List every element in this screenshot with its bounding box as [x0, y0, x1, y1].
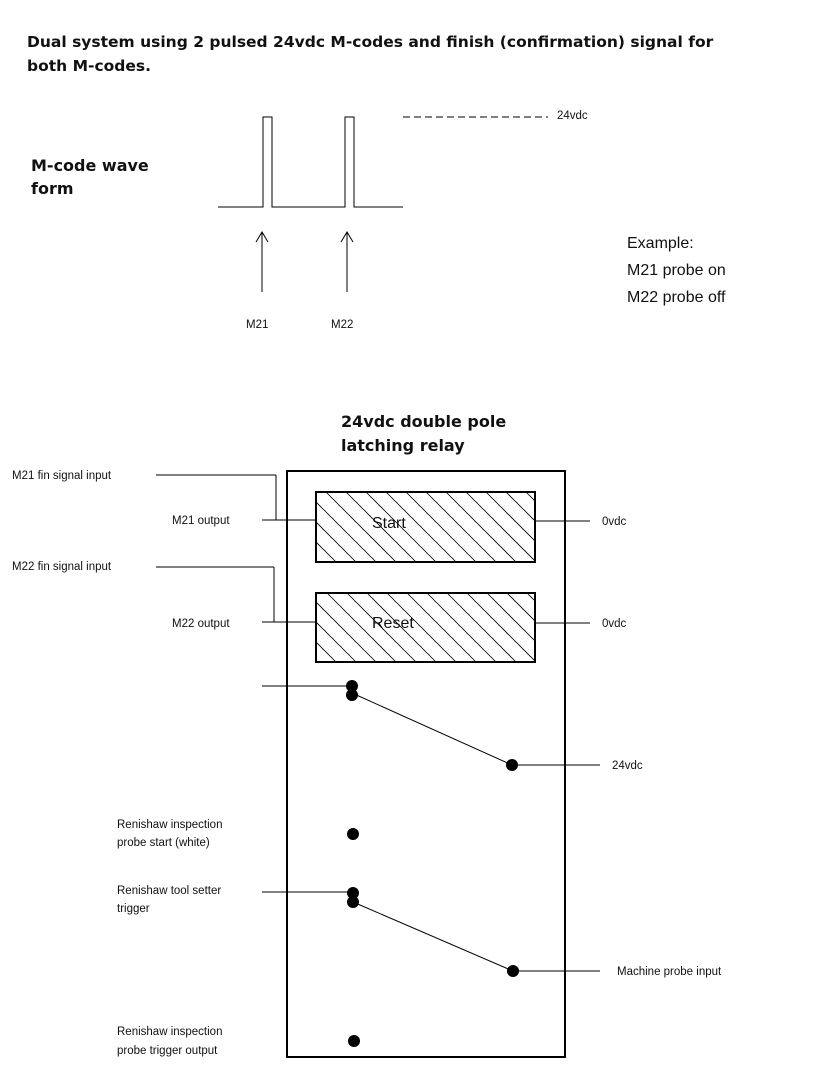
pole1-contact-upper [346, 680, 358, 692]
hatch-line [405, 492, 477, 562]
hatch-line [505, 492, 535, 522]
inspection-trigger-label-line1: Renishaw inspection [117, 1026, 222, 1038]
hatch-line [386, 593, 457, 662]
hatch-line [325, 492, 397, 562]
example-heading: Example: [627, 235, 694, 252]
pulse1-arrow-icon [255, 231, 269, 292]
hatch-line [445, 492, 517, 562]
hatch-line [465, 492, 535, 562]
m21-output-label: M21 output [172, 515, 230, 527]
example-line2: M22 probe off [627, 289, 726, 306]
tool-setter-label-line1: Renishaw tool setter [117, 885, 221, 897]
hatch-line [486, 593, 535, 642]
hatch-line [406, 593, 477, 662]
hatch-line [525, 492, 535, 502]
inspection-trigger-label-line2: probe trigger output [117, 1045, 218, 1057]
hatch-line [316, 541, 337, 562]
start-coil-label: Start [372, 515, 406, 532]
relay-body [286, 470, 566, 1058]
hatch-line [385, 492, 457, 562]
diagram-title-line1: Dual system using 2 pulsed 24vdc M-codes… [27, 33, 714, 51]
pole1-switch-arm [351, 692, 513, 766]
relay-title-line1: 24vdc double pole [341, 412, 506, 431]
pole1-common-contact [506, 759, 518, 771]
inspection-trigger-contact [348, 1035, 360, 1047]
hatch-line [446, 593, 517, 662]
hatch-line [526, 593, 535, 602]
hatch-line [506, 593, 535, 622]
hatch-line [316, 521, 357, 562]
waveform-label-line2: form [31, 179, 74, 198]
pulse2-label: M22 [331, 319, 353, 331]
hatch-line [425, 492, 497, 562]
reset-0vdc-label: 0vdc [602, 618, 627, 630]
pole2-switch-arm [352, 901, 514, 972]
hatch-line [316, 501, 377, 562]
hatch-line [466, 593, 535, 662]
reset-coil-label: Reset [372, 615, 414, 632]
inspection-start-label-line1: Renishaw inspection [117, 819, 222, 831]
mcode-waveform [218, 116, 403, 208]
machine-probe-label: Machine probe input [617, 966, 722, 978]
hatch-line [426, 593, 497, 662]
pulse1-label: M21 [246, 319, 268, 331]
start-0vdc-label: 0vdc [602, 516, 627, 528]
start-coil: Start [315, 491, 536, 563]
reset-coil: Reset [315, 592, 536, 663]
relay-title-line2: latching relay [341, 436, 465, 455]
inspection-start-contact [347, 828, 359, 840]
hatch-line [365, 492, 437, 562]
hatch-line [345, 492, 417, 562]
voltage-label: 24vdc [557, 110, 588, 122]
m22-output-label: M22 output [172, 618, 230, 630]
hatch-line [366, 593, 437, 662]
hatch-line [316, 601, 377, 662]
inspection-start-label-line2: probe start (white) [117, 837, 210, 849]
hatch-line [485, 492, 535, 542]
pole2-contact-upper [347, 887, 359, 899]
hatch-line [346, 593, 417, 662]
pulse2-arrow-icon [340, 231, 354, 292]
hatch-line [316, 561, 317, 562]
hatch-line [316, 621, 357, 662]
m22-fin-label: M22 fin signal input [12, 561, 112, 573]
hatch-line [316, 661, 317, 662]
pole2-contact-lower [347, 896, 359, 908]
diagram-title-line2: both M-codes. [27, 57, 151, 75]
pole1-contact-lower [346, 689, 358, 701]
pole2-common-contact [507, 965, 519, 977]
tool-setter-label-line2: trigger [117, 903, 150, 915]
hatch-line [316, 641, 337, 662]
example-line1: M21 probe on [627, 262, 726, 279]
pole1-24vdc-label: 24vdc [612, 760, 643, 772]
waveform-label-line1: M-code wave [31, 156, 149, 175]
hatch-line [326, 593, 397, 662]
m21-fin-label: M21 fin signal input [12, 470, 112, 482]
